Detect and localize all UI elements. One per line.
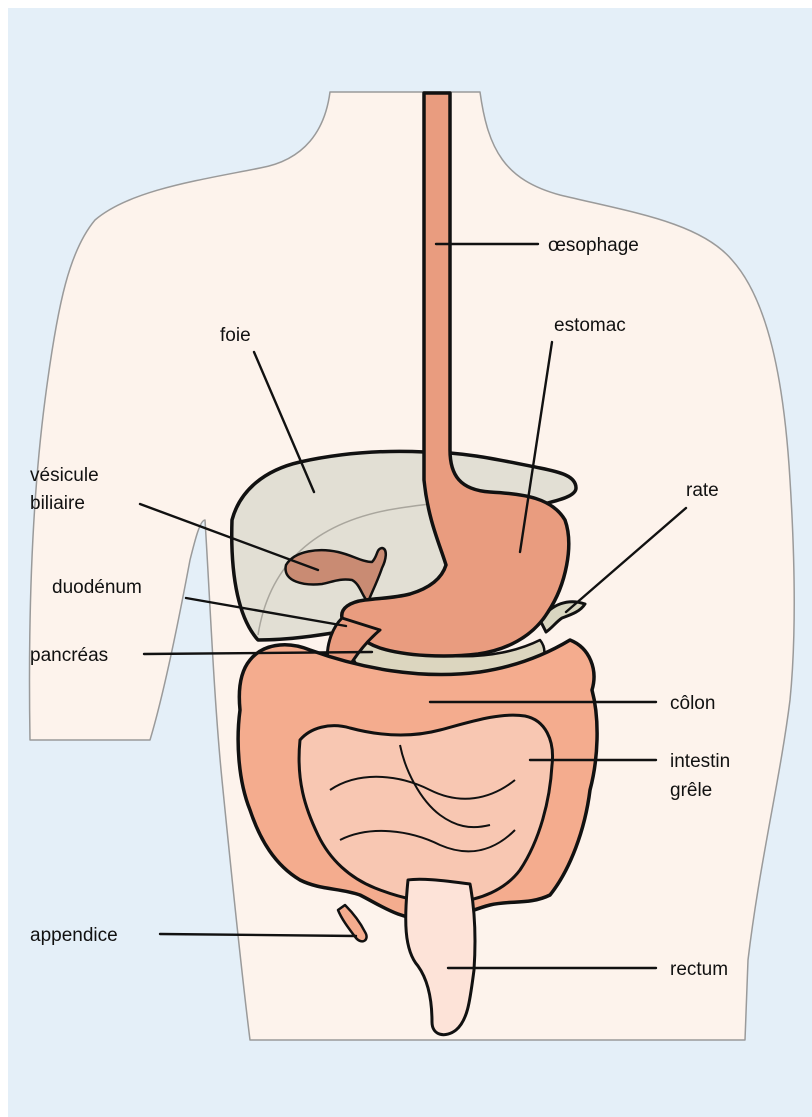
label-rectum: rectum [670,959,728,980]
label-spleen: rate [686,480,719,501]
label-oesophagus: œsophage [548,235,639,256]
label-gallbladder-line1: vésicule [30,465,99,486]
label-small-intestine-line2: grêle [670,780,712,801]
label-duodenum: duodénum [52,577,142,598]
label-colon: côlon [670,693,715,714]
label-stomach: estomac [554,315,626,336]
label-gallbladder-line2: biliaire [30,493,85,514]
label-small-intestine-line1: intestin [670,751,730,772]
label-pancreas: pancréas [30,645,108,666]
label-appendix: appendice [30,925,118,946]
label-liver: foie [220,325,251,346]
